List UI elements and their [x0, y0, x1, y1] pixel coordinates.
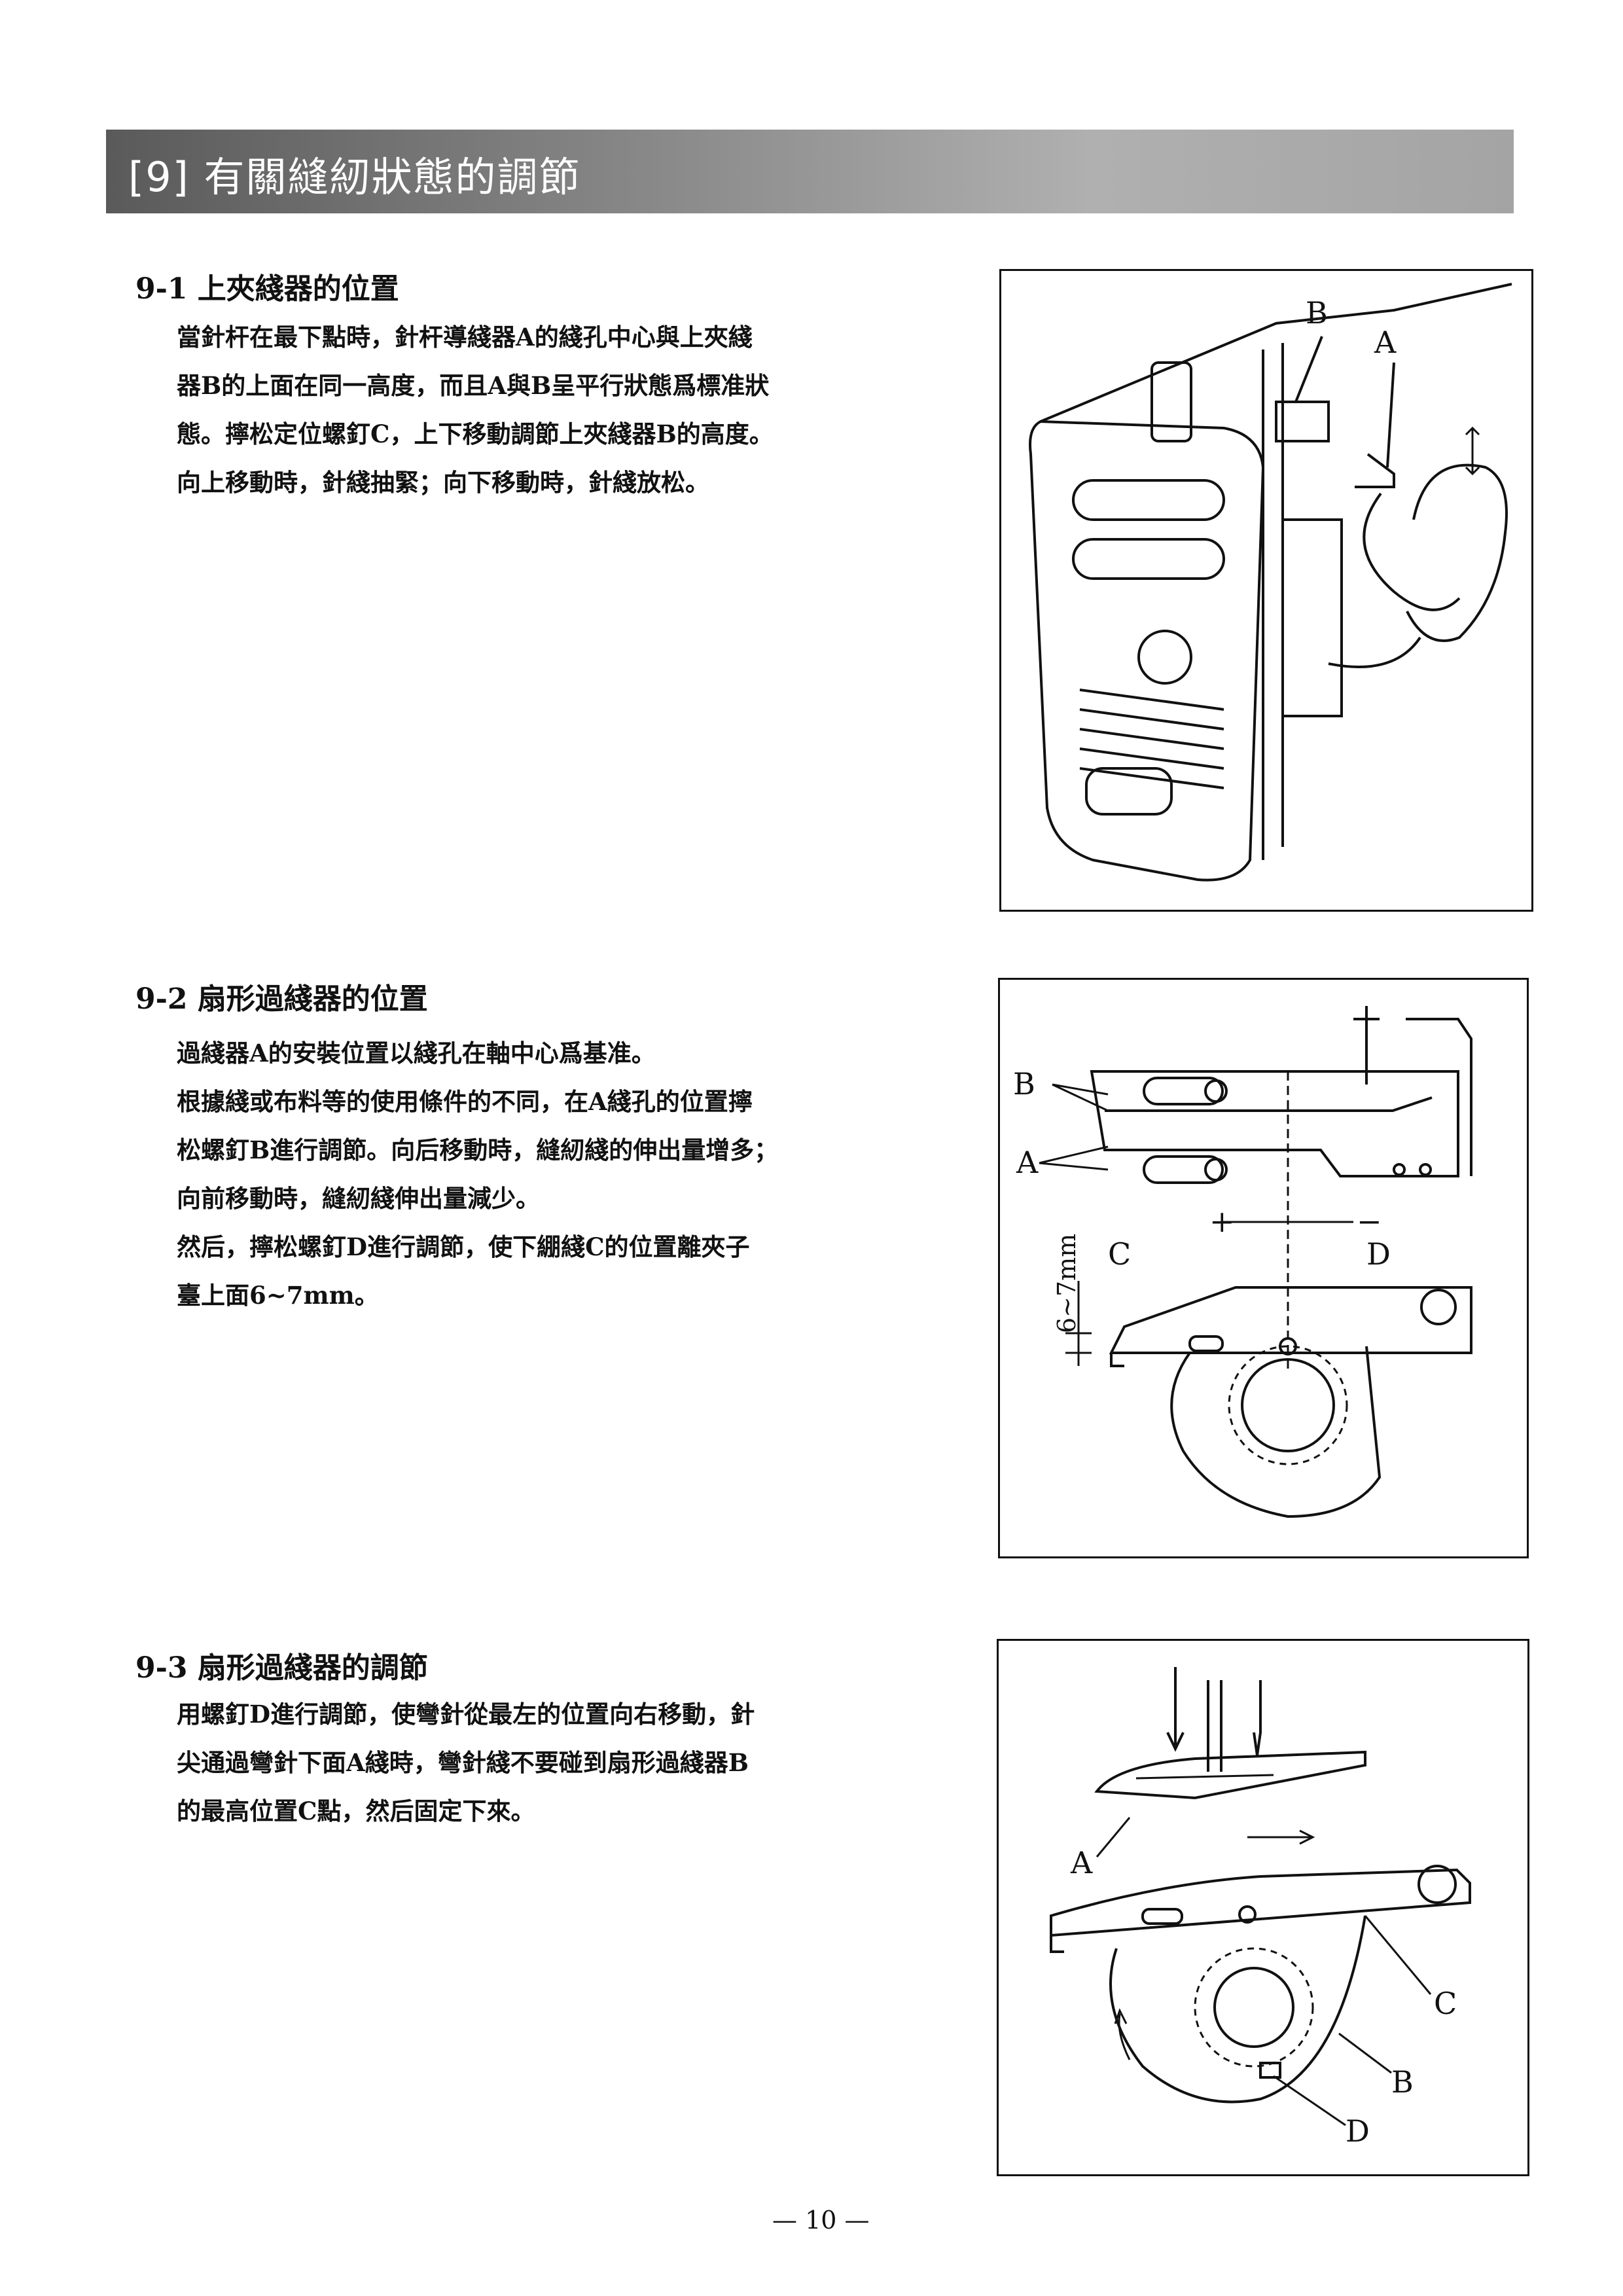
- text-line: 過綫器A的安裝位置以綫孔在軸中心爲基准。: [177, 1039, 656, 1067]
- chapter-title: [9] 有關縫紉狀態的調節: [128, 153, 581, 201]
- text-line: 用螺釘D進行調節，使彎針從最左的位置向右移動，針: [177, 1700, 755, 1729]
- figure-fan-thread-guide-adjustment: A C B D: [997, 1639, 1529, 2176]
- label-d: D: [1346, 2113, 1370, 2149]
- text-line: 然后，擰松螺釘D進行調節，使下綳綫C的位置離夾子: [177, 1232, 750, 1261]
- figure-fan-thread-guide-position: B A C D + − 6~7mm: [998, 978, 1529, 1558]
- text-line: 器B的上面在同一高度，而且A與B呈平行狀態爲標准狀: [177, 371, 770, 400]
- text-line: 松螺釘B進行調節。向后移動時，縫紉綫的伸出量增多；: [177, 1136, 779, 1164]
- label-dimension: 6~7mm: [1052, 1234, 1081, 1333]
- text-line: 尖通過彎針下面A綫時，彎針綫不要碰到扇形過綫器B: [177, 1748, 749, 1777]
- label-a: A: [1070, 1845, 1093, 1880]
- label-a: A: [1374, 325, 1397, 360]
- figure-upper-thread-guide: B A: [999, 269, 1533, 912]
- text-line: 向上移動時，針綫抽緊；向下移動時，針綫放松。: [177, 468, 709, 497]
- label-c: C: [1434, 1986, 1457, 2021]
- text-line: 向前移動時，縫紉綫伸出量減少。: [177, 1184, 540, 1213]
- text-line: 根據綫或布料等的使用條件的不同，在A綫孔的位置擰: [177, 1087, 753, 1116]
- page-number: — 10 —: [772, 2206, 870, 2234]
- text-line: 臺上面6~7mm。: [177, 1281, 379, 1310]
- label-b: B: [1306, 295, 1328, 331]
- text-line: 當針杆在最下點時，針杆導綫器A的綫孔中心與上夾綫: [177, 323, 753, 351]
- label-b: B: [1391, 2064, 1414, 2100]
- section-title-9-3: 9-3 扇形過綫器的調節: [135, 1651, 428, 1685]
- section-body-9-2: 過綫器A的安裝位置以綫孔在軸中心爲基准。 根據綫或布料等的使用條件的不同，在A綫…: [177, 1029, 890, 1319]
- text-line: 的最高位置C點，然后固定下來。: [177, 1797, 535, 1825]
- label-c: C: [1108, 1236, 1131, 1272]
- section-title-9-2: 9-2 扇形過綫器的位置: [135, 982, 428, 1016]
- label-d: D: [1366, 1236, 1391, 1272]
- section-body-9-3: 用螺釘D進行調節，使彎針從最左的位置向右移動，針 尖通過彎針下面A綫時，彎針綫不…: [177, 1690, 890, 1835]
- section-body-9-1: 當針杆在最下點時，針杆導綫器A的綫孔中心與上夾綫 器B的上面在同一高度，而且A與…: [177, 313, 890, 507]
- label-minus: −: [1357, 1204, 1382, 1239]
- label-a: A: [1016, 1145, 1039, 1180]
- label-plus: +: [1209, 1204, 1235, 1239]
- label-b: B: [1013, 1066, 1035, 1102]
- section-title-9-1: 9-1 上夾綫器的位置: [135, 272, 399, 306]
- chapter-header: [9] 有關縫紉狀態的調節: [106, 130, 1514, 213]
- text-line: 態。擰松定位螺釘C，上下移動調節上夾綫器B的高度。: [177, 420, 774, 448]
